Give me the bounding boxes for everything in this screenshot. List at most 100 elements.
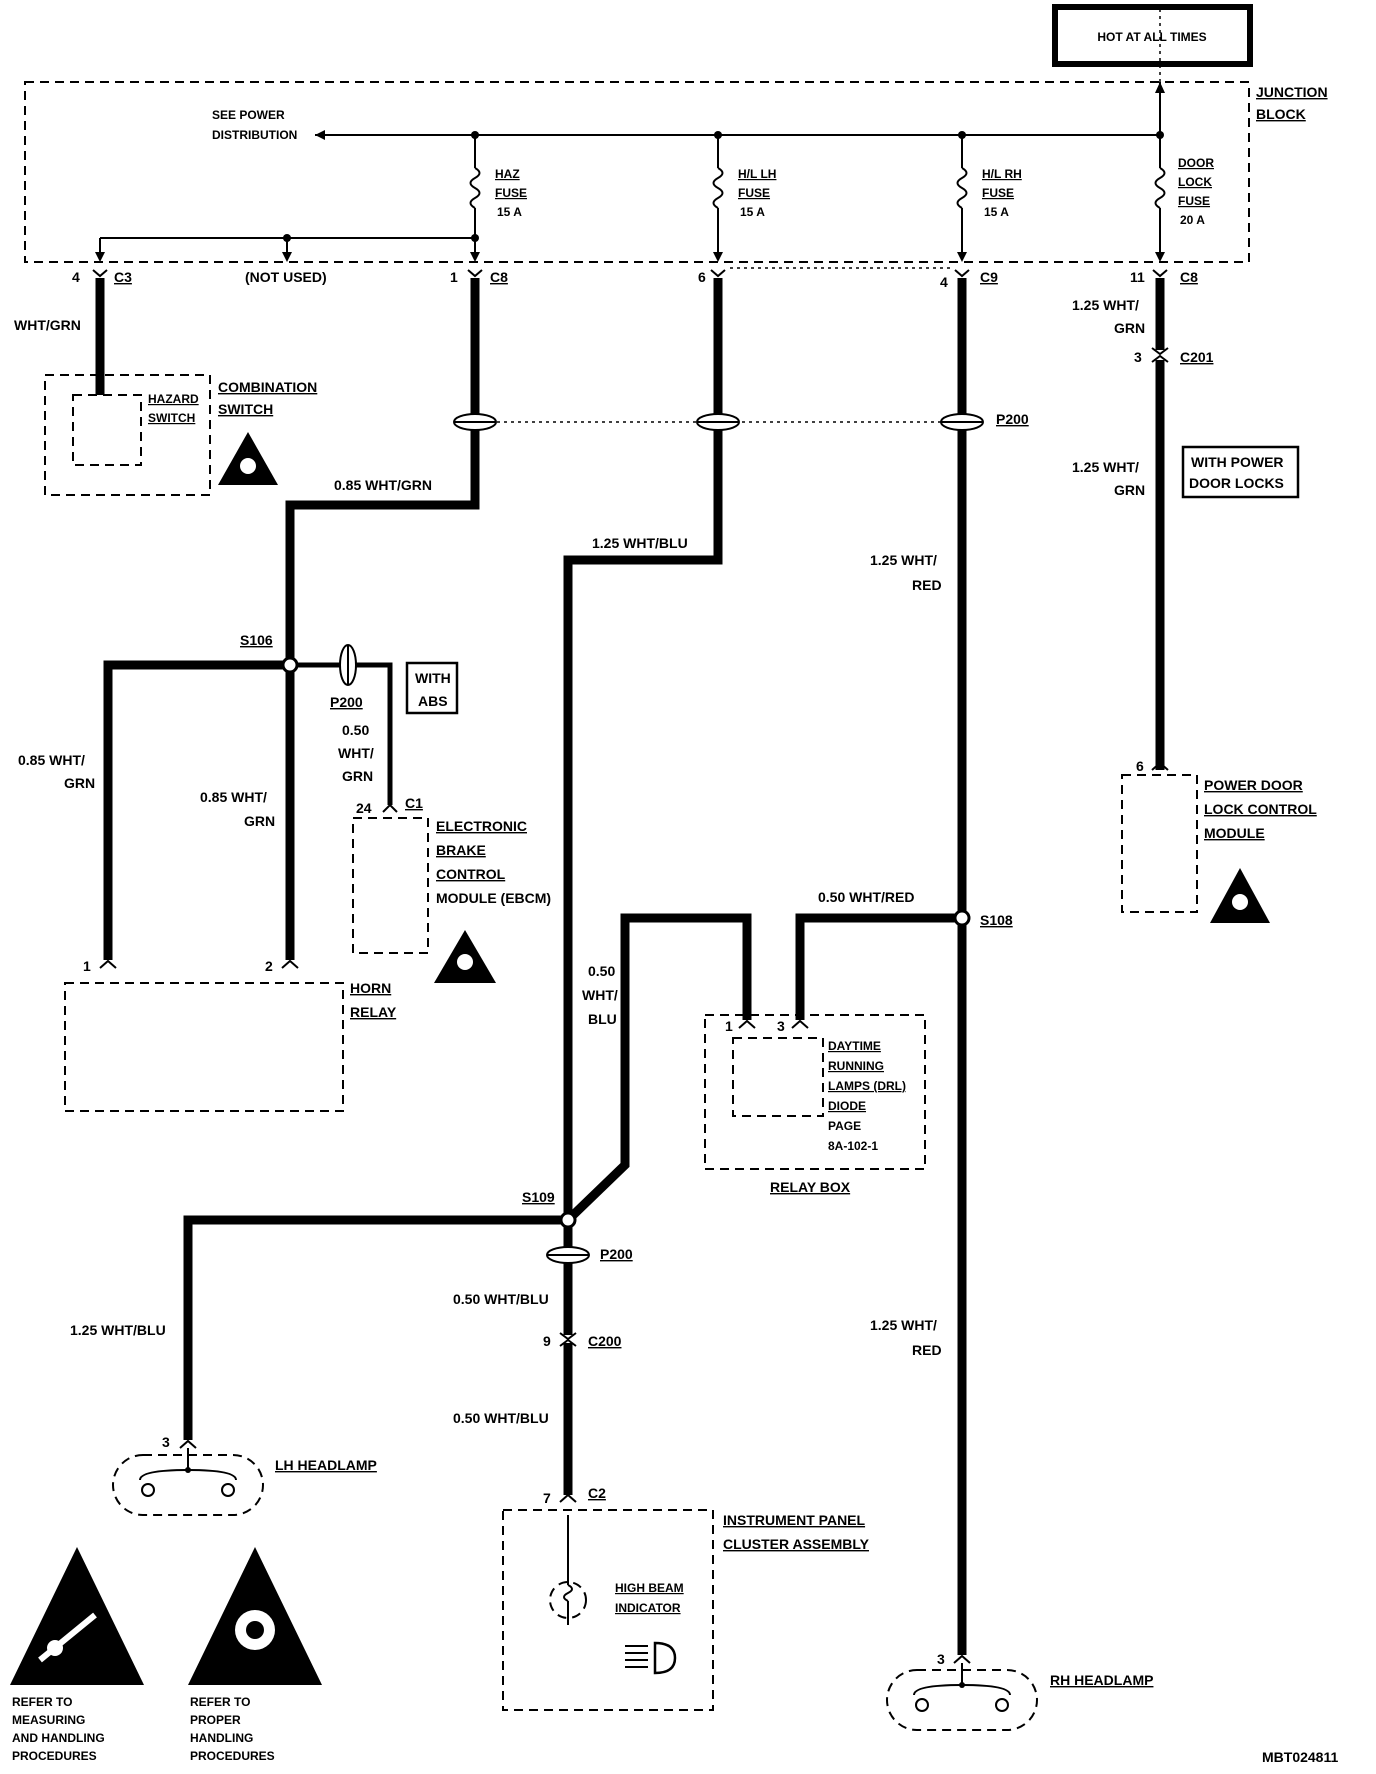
svg-text:FUSE: FUSE (982, 186, 1014, 200)
svg-text:1: 1 (83, 958, 91, 974)
with-power-door-locks-box: WITH POWER DOOR LOCKS (1181, 445, 1300, 499)
svg-text:RUNNING: RUNNING (828, 1059, 884, 1073)
svg-text:1.25 WHT/: 1.25 WHT/ (870, 552, 937, 568)
svg-text:PAGE: PAGE (828, 1119, 861, 1133)
svg-text:DOOR LOCKS: DOOR LOCKS (1189, 475, 1284, 491)
with-abs-box: WITH ABS (405, 661, 459, 715)
svg-text:0.50 WHT/BLU: 0.50 WHT/BLU (453, 1291, 549, 1307)
svg-text:15 A: 15 A (497, 205, 522, 219)
svg-text:FUSE: FUSE (1178, 194, 1210, 208)
svg-text:1: 1 (450, 269, 458, 285)
wires (95, 278, 1165, 1655)
s108-label: S108 (980, 912, 1013, 928)
figure-code: MBT024811 (1262, 1749, 1338, 1765)
svg-text:24: 24 (356, 800, 372, 816)
svg-text:C9: C9 (980, 269, 998, 285)
svg-text:4: 4 (940, 274, 948, 290)
svg-text:DIODE: DIODE (828, 1099, 866, 1113)
svg-text:C201: C201 (1180, 349, 1214, 365)
svg-text:MODULE: MODULE (1204, 825, 1265, 841)
hot-at-all-times-box: HOT AT ALL TIMES (1052, 4, 1253, 67)
relay-box: 1 3 DAYTIME RUNNING LAMPS (DRL) DIODE PA… (704, 1014, 926, 1195)
svg-text:1.25 WHT/: 1.25 WHT/ (870, 1317, 937, 1333)
svg-text:1.25 WHT/BLU: 1.25 WHT/BLU (70, 1322, 166, 1338)
svg-text:1: 1 (725, 1018, 733, 1034)
lh-headlamp: 3 LH HEADLAMP (112, 1434, 377, 1516)
svg-text:RELAY BOX: RELAY BOX (770, 1179, 851, 1195)
svg-text:3: 3 (777, 1018, 785, 1034)
svg-text:3: 3 (937, 1651, 945, 1667)
svg-text:MODULE (EBCM): MODULE (EBCM) (436, 890, 551, 906)
see-power-distribution-2: DISTRIBUTION (212, 128, 297, 142)
svg-text:H/L LH: H/L LH (738, 167, 776, 181)
junction-block-title-2: BLOCK (1256, 106, 1306, 122)
svg-text:C3: C3 (114, 269, 132, 285)
svg-text:GRN: GRN (64, 775, 95, 791)
svg-text:RED: RED (912, 577, 942, 593)
svg-text:0.85 WHT/GRN: 0.85 WHT/GRN (334, 477, 432, 493)
svg-text:7: 7 (543, 1490, 551, 1506)
splices: S106 S108 S109 (240, 632, 1013, 1229)
door-lock-fuse: DOOR LOCK FUSE 20 A (1154, 131, 1214, 262)
svg-text:C8: C8 (1180, 269, 1198, 285)
svg-text:1.25 WHT/: 1.25 WHT/ (1072, 459, 1139, 475)
svg-text:WHT/GRN: WHT/GRN (14, 317, 81, 333)
svg-text:FUSE: FUSE (738, 186, 770, 200)
svg-text:HAZ: HAZ (495, 167, 520, 181)
svg-text:HORN: HORN (350, 980, 391, 996)
svg-text:0.50: 0.50 (588, 963, 615, 979)
svg-text:COMBINATION: COMBINATION (218, 379, 317, 395)
svg-text:HANDLING: HANDLING (190, 1731, 253, 1745)
svg-text:PROCEDURES: PROCEDURES (12, 1749, 97, 1763)
combination-switch: HAZARD SWITCH COMBINATION SWITCH (44, 374, 317, 496)
svg-text:P200: P200 (996, 411, 1029, 427)
svg-text:0.50 WHT/BLU: 0.50 WHT/BLU (453, 1410, 549, 1426)
esd-warning-icon (1210, 868, 1270, 923)
c200-connector: 9 C200 (543, 1332, 622, 1349)
svg-text:LAMPS (DRL): LAMPS (DRL) (828, 1079, 906, 1093)
svg-text:6: 6 (1136, 758, 1144, 774)
svg-text:HIGH BEAM: HIGH BEAM (615, 1581, 684, 1595)
svg-text:PROCEDURES: PROCEDURES (190, 1749, 275, 1763)
legend-measuring-handling: REFER TO MEASURING AND HANDLING PROCEDUR… (10, 1547, 144, 1763)
esd-warning-icon (434, 930, 496, 983)
rh-headlamp: 3 RH HEADLAMP (886, 1651, 1153, 1731)
svg-text:1.25 WHT/: 1.25 WHT/ (1072, 297, 1139, 313)
c201-connector: 3 C201 (1134, 347, 1214, 365)
svg-text:FUSE: FUSE (495, 186, 527, 200)
svg-text:LOCK CONTROL: LOCK CONTROL (1204, 801, 1317, 817)
svg-text:20 A: 20 A (1180, 213, 1205, 227)
ebcm-module: 24 C1 ELECTRONIC BRAKE CONTROL MODULE (E… (352, 795, 551, 983)
svg-text:RH HEADLAMP: RH HEADLAMP (1050, 1672, 1153, 1688)
svg-text:15 A: 15 A (984, 205, 1009, 219)
svg-text:C8: C8 (490, 269, 508, 285)
hl-rh-fuse: H/L RH FUSE 15 A (956, 131, 1022, 262)
svg-text:LOCK: LOCK (1178, 175, 1212, 189)
svg-text:GRN: GRN (1114, 320, 1145, 336)
svg-text:GRN: GRN (244, 813, 275, 829)
svg-text:H/L RH: H/L RH (982, 167, 1022, 181)
svg-text:WHT/: WHT/ (582, 987, 618, 1003)
svg-text:P200: P200 (330, 694, 363, 710)
svg-text:C200: C200 (588, 1333, 622, 1349)
svg-text:3: 3 (1134, 349, 1142, 365)
power-door-lock-control-module: 6 POWER DOOR LOCK CONTROL MODULE (1121, 758, 1317, 923)
svg-text:RED: RED (912, 1342, 942, 1358)
svg-text:RELAY: RELAY (350, 1004, 397, 1020)
svg-text:ELECTRONIC: ELECTRONIC (436, 818, 527, 834)
svg-text:DAYTIME: DAYTIME (828, 1039, 881, 1053)
s109-label: S109 (522, 1189, 555, 1205)
svg-text:HAZARD: HAZARD (148, 392, 199, 406)
svg-text:ABS: ABS (418, 693, 448, 709)
haz-fuse: HAZ FUSE 15 A (469, 131, 527, 262)
hl-lh-fuse: H/L LH FUSE 15 A (712, 131, 776, 262)
svg-text:SWITCH: SWITCH (218, 401, 273, 417)
svg-text:1.25 WHT/BLU: 1.25 WHT/BLU (592, 535, 688, 551)
esd-warning-icon (218, 432, 278, 485)
horn-relay: 1 2 HORN RELAY (64, 958, 397, 1112)
svg-text:4: 4 (72, 269, 80, 285)
svg-text:0.50: 0.50 (342, 722, 369, 738)
svg-text:MEASURING: MEASURING (12, 1713, 85, 1727)
svg-text:9: 9 (543, 1333, 551, 1349)
